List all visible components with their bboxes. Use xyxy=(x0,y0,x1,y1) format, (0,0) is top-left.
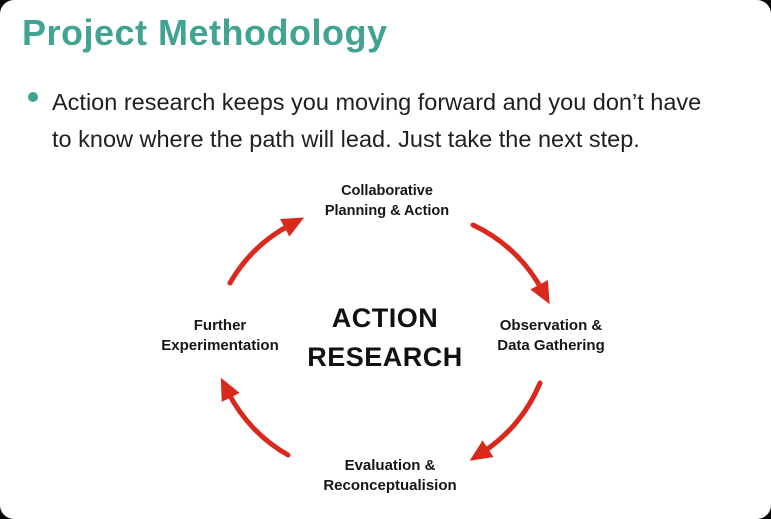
node-label-line-1: Evaluation & xyxy=(344,457,436,474)
arrow-top-to-right xyxy=(470,222,550,305)
arrow-bottom-to-left xyxy=(220,377,291,458)
node-label-line-2: Reconceptualision xyxy=(323,476,457,494)
node-label-line-1: Further xyxy=(193,317,247,334)
bullet-text-line-1: Action research keeps you moving forward… xyxy=(52,89,702,115)
bullet-text: Action research keeps you moving forward… xyxy=(52,84,701,158)
arrow-right-to-bottom xyxy=(469,380,543,461)
cycle-center-title: ACTION RESEARCH xyxy=(280,299,490,377)
cycle-node-further-experimentation: Further Experimentation xyxy=(125,316,315,355)
page-title: Project Methodology xyxy=(22,12,388,53)
node-label-line-2: Data Gathering xyxy=(497,336,605,354)
center-title-line-2: RESEARCH xyxy=(307,342,463,372)
bullet-icon xyxy=(28,92,38,102)
cycle-node-evaluation-reconceptualision: Evaluation & Reconceptualision xyxy=(275,456,505,495)
center-title-line-1: ACTION xyxy=(331,303,439,333)
bullet-item: Action research keeps you moving forward… xyxy=(28,84,701,158)
cycle-node-observation-data-gathering: Observation & Data Gathering xyxy=(456,316,646,355)
cycle-node-collaborative-planning: Collaborative Planning & Action xyxy=(267,182,507,221)
bullet-text-line-2: to know where the path will lead. Just t… xyxy=(52,126,640,152)
node-label-line-1: Observation & xyxy=(499,317,603,334)
node-label-line-1: Collaborative xyxy=(341,183,433,199)
node-label-line-2: Experimentation xyxy=(161,336,279,354)
node-label-line-2: Planning & Action xyxy=(324,202,450,219)
arrow-left-to-top xyxy=(227,217,305,286)
